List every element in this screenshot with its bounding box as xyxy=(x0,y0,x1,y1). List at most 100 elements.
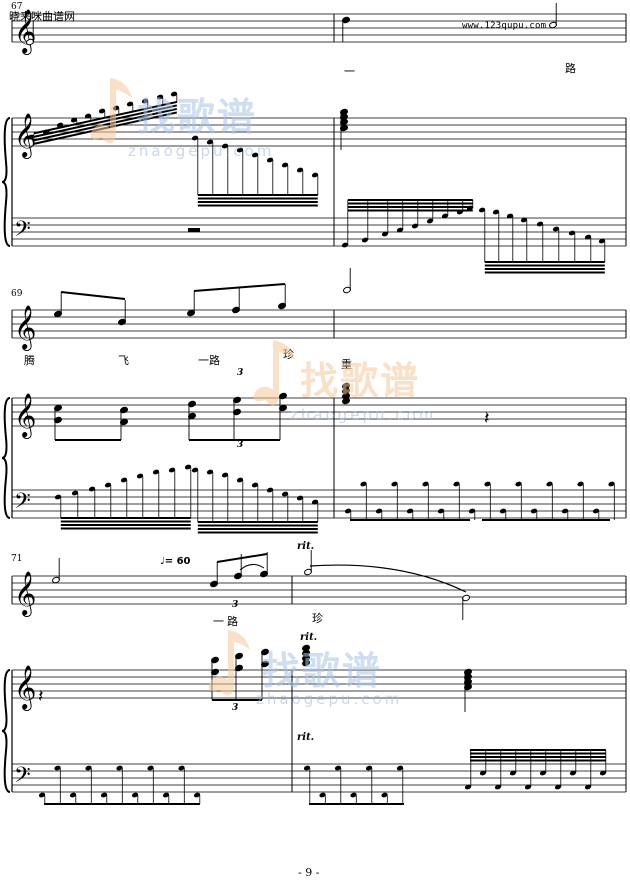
slur xyxy=(309,564,467,593)
notehead xyxy=(499,508,507,514)
staff-lines xyxy=(12,13,626,793)
treble-clef-icon: 𝄞 xyxy=(14,665,36,711)
notehead xyxy=(375,508,383,514)
notehead xyxy=(592,508,600,514)
notehead xyxy=(311,499,319,505)
measure-number-71: 71 xyxy=(11,554,23,564)
notehead xyxy=(552,226,560,232)
notehead xyxy=(599,770,607,776)
notehead xyxy=(184,464,192,470)
notehead xyxy=(191,467,199,473)
notehead xyxy=(360,481,367,487)
lyric-syllable: 路 xyxy=(565,62,576,75)
quarter-rest-icon: 𝄽 xyxy=(38,686,44,707)
notehead xyxy=(506,213,514,219)
notehead xyxy=(71,490,79,496)
beam xyxy=(216,553,268,563)
notehead xyxy=(479,770,487,776)
notehead xyxy=(520,217,528,223)
notehead xyxy=(236,477,244,483)
notehead xyxy=(453,481,460,487)
lyric-syllable: 珍 xyxy=(312,612,323,625)
notehead xyxy=(468,508,476,514)
notehead xyxy=(411,223,419,229)
notehead xyxy=(464,784,472,790)
rit-mark-piano-right: rit. xyxy=(300,632,318,643)
notehead xyxy=(85,765,92,771)
notehead xyxy=(281,491,289,497)
notehead xyxy=(54,765,61,771)
notehead xyxy=(100,792,108,798)
treble-clef-icon: 𝄞 xyxy=(14,113,36,159)
notehead xyxy=(136,473,144,479)
notehead xyxy=(381,231,389,237)
notehead xyxy=(303,765,311,771)
lyric-syllable: 飞 xyxy=(118,354,129,367)
notehead xyxy=(131,792,139,798)
whole-rest-icon xyxy=(188,228,200,232)
notehead xyxy=(162,792,170,798)
notehead xyxy=(536,221,544,227)
notehead xyxy=(530,508,538,514)
bass-clef-icon: 𝄢 xyxy=(14,763,31,793)
quarter-note-icon: ♩ xyxy=(160,556,165,567)
notehead xyxy=(296,495,304,501)
notehead xyxy=(236,147,244,153)
triplet-number: 3 xyxy=(237,440,244,450)
notehead xyxy=(168,467,176,473)
notehead xyxy=(38,792,46,798)
triplet-number: 3 xyxy=(232,600,239,610)
notehead xyxy=(178,765,185,771)
piano-braces xyxy=(1,117,11,793)
notehead xyxy=(396,227,404,233)
lyric-syllable: 一 xyxy=(213,615,224,628)
notehead xyxy=(281,162,289,168)
notehead xyxy=(302,659,310,667)
notehead xyxy=(88,486,96,492)
brace-icon xyxy=(1,669,11,793)
bass-clef-icon: 𝄢 xyxy=(14,489,31,519)
notehead xyxy=(365,765,373,771)
notehead xyxy=(478,207,486,213)
brace-icon xyxy=(1,117,11,247)
treble-clef-icon: 𝄞 xyxy=(14,393,36,439)
beam xyxy=(193,283,286,292)
notehead xyxy=(546,481,553,487)
barlines xyxy=(11,14,627,792)
notehead xyxy=(311,172,319,178)
notehead xyxy=(577,481,584,487)
notehead xyxy=(391,481,398,487)
quarter-rest-icon: 𝄽 xyxy=(484,408,490,429)
notehead xyxy=(193,792,201,798)
notehead xyxy=(569,770,577,776)
notehead xyxy=(561,508,569,514)
beam xyxy=(60,291,126,300)
measure-number-67: 67 xyxy=(11,2,23,12)
rit-mark-piano-left: rit. xyxy=(297,732,315,743)
notehead xyxy=(69,792,77,798)
treble-clef-icon: 𝄞 xyxy=(14,571,36,617)
lyric-syllable: 腾 xyxy=(24,354,35,367)
notehead xyxy=(319,792,326,798)
notehead xyxy=(515,481,522,487)
notehead xyxy=(509,770,517,776)
notehead xyxy=(251,152,259,158)
slur xyxy=(239,564,265,571)
beams xyxy=(33,100,610,805)
notehead xyxy=(484,481,491,487)
lyric-syllable: 重 xyxy=(341,358,352,371)
notehead xyxy=(334,765,342,771)
notehead xyxy=(568,230,576,236)
notehead xyxy=(342,397,350,405)
notehead xyxy=(539,770,547,776)
notehead xyxy=(191,135,199,141)
notehead xyxy=(206,139,214,145)
notehead xyxy=(361,237,369,243)
notehead xyxy=(70,117,78,123)
notehead xyxy=(156,94,164,100)
notehead xyxy=(381,792,388,798)
notehead xyxy=(492,209,500,215)
notehead xyxy=(56,122,64,128)
notehead xyxy=(406,508,414,514)
notehead xyxy=(221,472,229,478)
